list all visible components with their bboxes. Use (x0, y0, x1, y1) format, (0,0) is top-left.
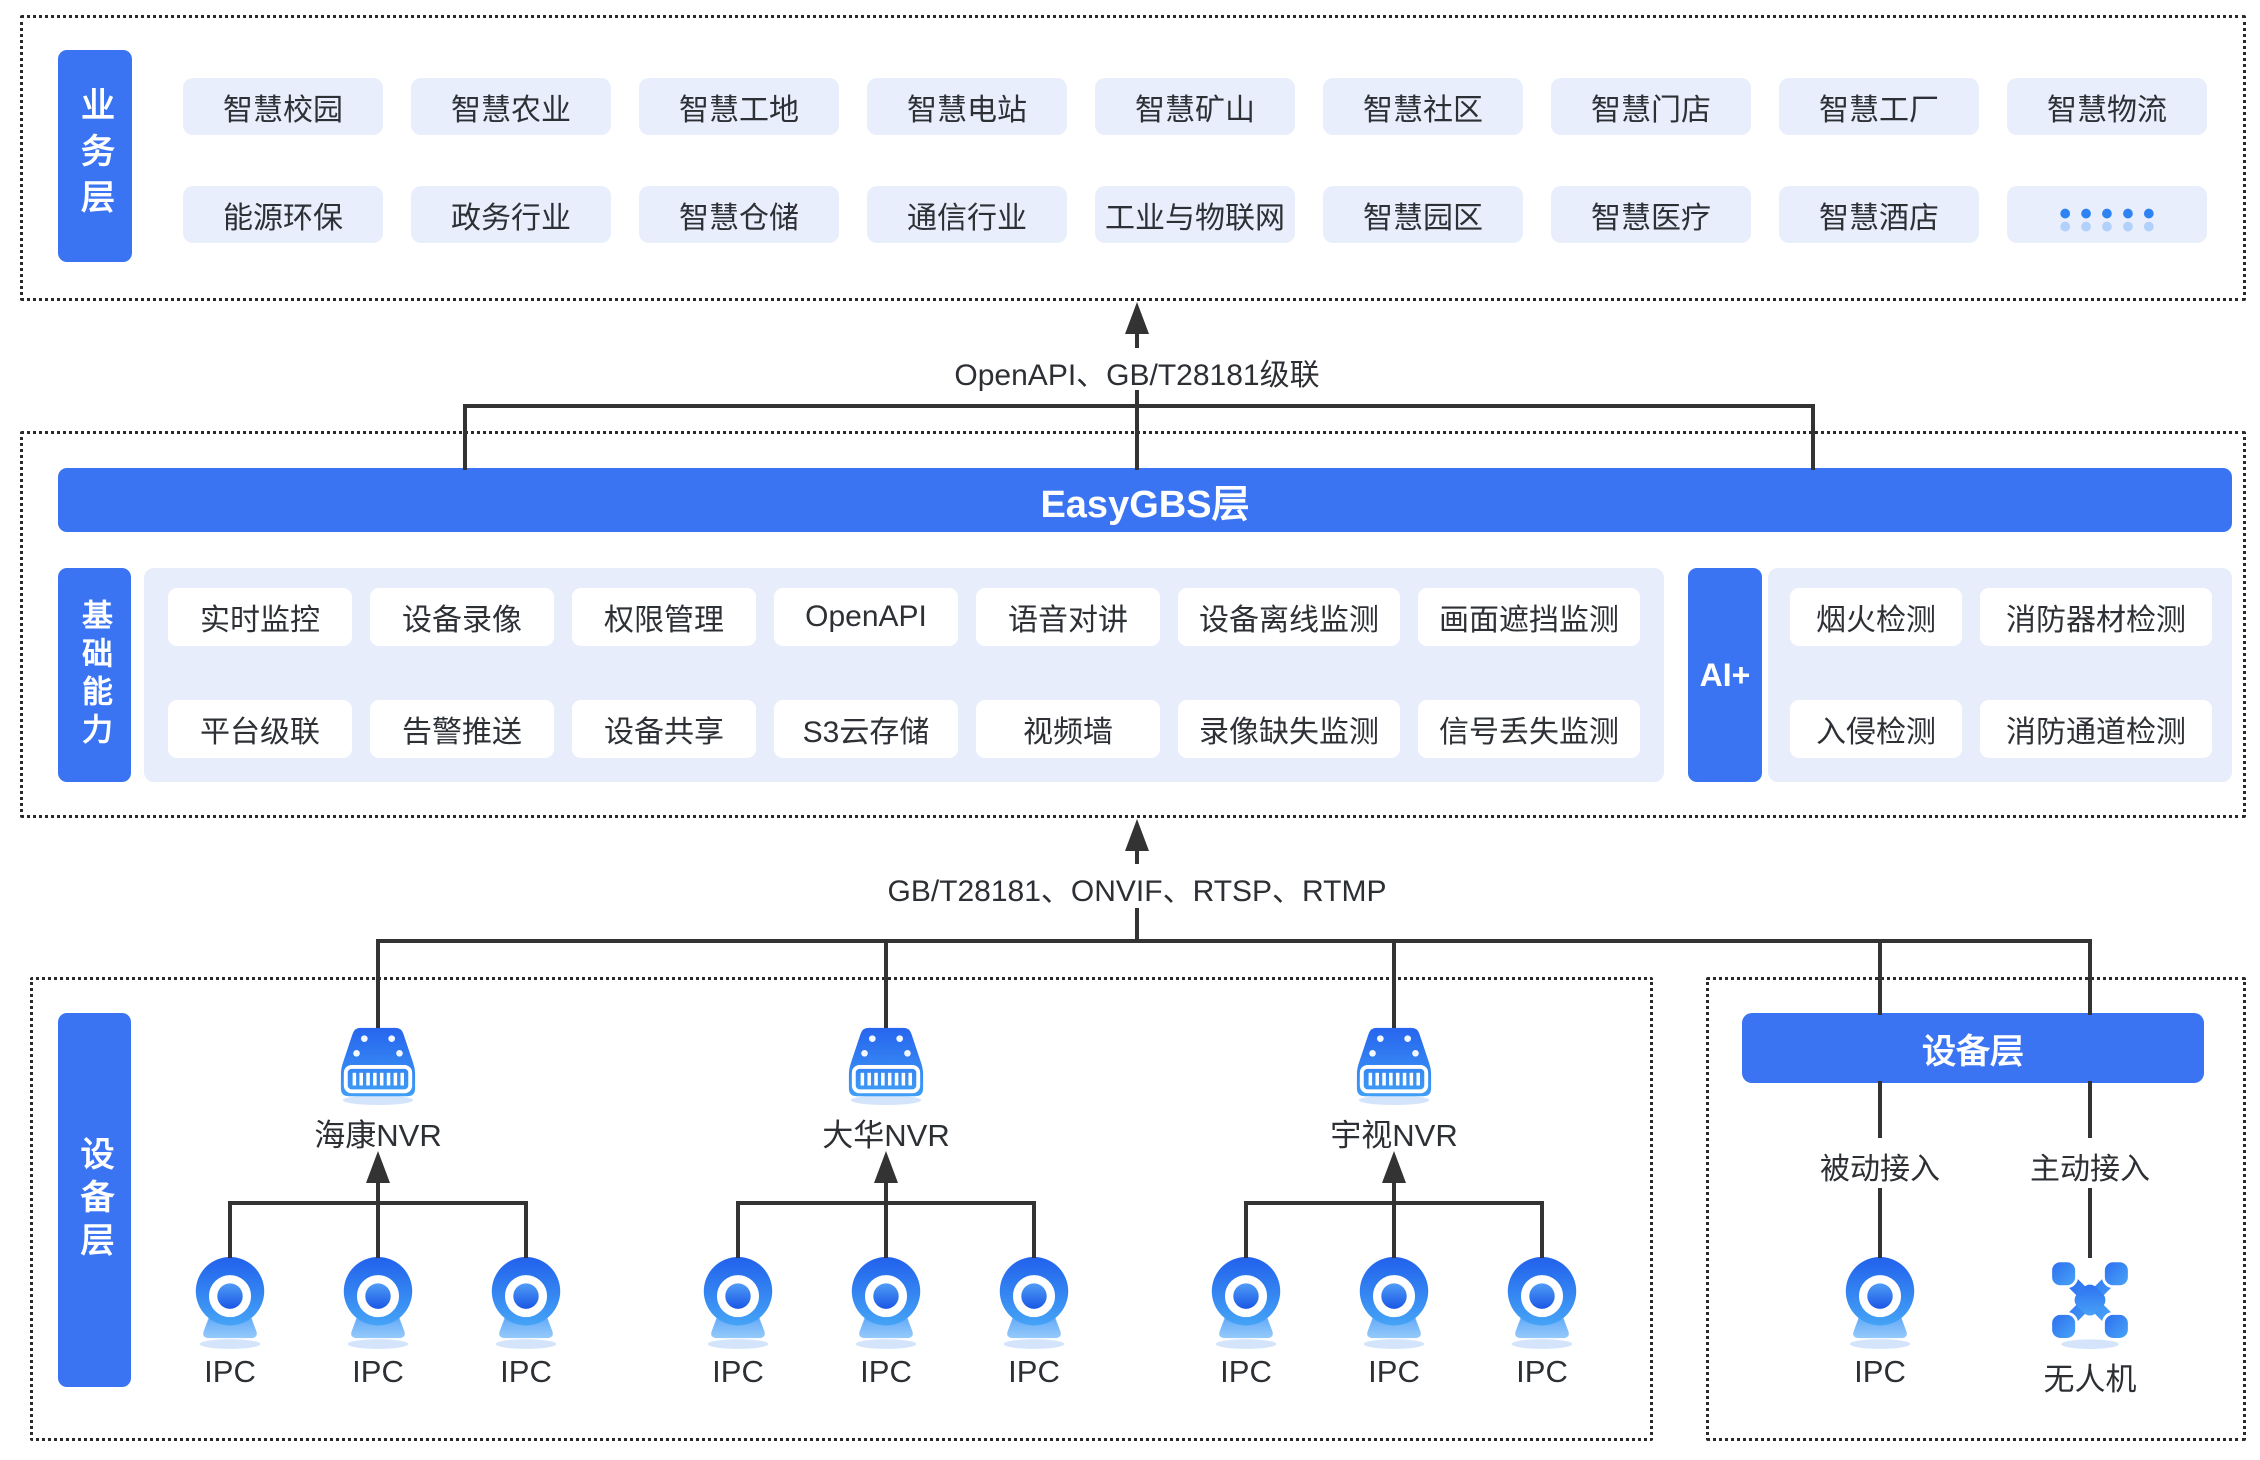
business-item: 智慧医疗 (1551, 186, 1751, 243)
business-item: 智慧物流 (2007, 78, 2207, 135)
layer-label-business: 业务层 (58, 50, 132, 262)
business-item: 工业与物联网 (1095, 186, 1295, 243)
nvr-icon (837, 1024, 935, 1106)
business-item: 智慧电站 (867, 78, 1067, 135)
drone-icon (2044, 1254, 2136, 1350)
ai-capability-item: 消防通道检测 (1980, 700, 2212, 758)
ipc-label: IPC (500, 1354, 552, 1389)
ipc-camera-icon (694, 1254, 782, 1350)
nvr-name: 大华NVR (822, 1118, 950, 1153)
ipc-unit: IPC (1457, 1254, 1627, 1390)
drone-unit: 无人机 (2005, 1254, 2175, 1399)
ipc-unit: IPC (949, 1254, 1119, 1390)
capability-item: 权限管理 (572, 588, 756, 646)
ipc-label: IPC (1368, 1354, 1420, 1389)
ipc-camera-icon (334, 1254, 422, 1350)
business-item: 智慧工地 (639, 78, 839, 135)
capability-item: 视频墙 (976, 700, 1160, 758)
business-item: 智慧社区 (1323, 78, 1523, 135)
ipc-unit: IPC (1161, 1254, 1331, 1390)
capability-item: 信号丢失监测 (1418, 700, 1640, 758)
business-item: 通信行业 (867, 186, 1067, 243)
ai-capability-item: 入侵检测 (1790, 700, 1962, 758)
access-mode-label: 被动接入 (1820, 1153, 1940, 1186)
layer-label-device: 设备层 (58, 1013, 131, 1387)
ipc-unit: IPC (1309, 1254, 1479, 1390)
capability-item: 设备录像 (370, 588, 554, 646)
capability-item: 平台级联 (168, 700, 352, 758)
ipc-unit: IPC (293, 1254, 463, 1390)
ipc-unit: IPC (145, 1254, 315, 1390)
bottom-connector-label: GB/T28181、ONVIF、RTSP、RTMP (887, 875, 1387, 908)
business-item: 智慧矿山 (1095, 78, 1295, 135)
ipc-camera-icon (186, 1254, 274, 1350)
business-layer-panel: 智慧校园 智慧农业 智慧工地 智慧电站 智慧矿山 智慧社区 智慧门店 智慧工厂 … (20, 15, 2246, 301)
ipc-label: IPC (1516, 1354, 1568, 1389)
ipc-label: IPC (352, 1354, 404, 1389)
business-item: 能源环保 (183, 186, 383, 243)
capability-item: 实时监控 (168, 588, 352, 646)
top-connector-label: OpenAPI、GB/T28181级联 (954, 359, 1320, 392)
business-item: 智慧工厂 (1779, 78, 1979, 135)
business-item: 智慧校园 (183, 78, 383, 135)
business-item: 智慧门店 (1551, 78, 1751, 135)
nvr-icon (329, 1024, 427, 1106)
ipc-camera-icon (842, 1254, 930, 1350)
nvr-icon (1345, 1024, 1443, 1106)
ipc-camera-icon (1836, 1254, 1924, 1350)
ipc-label: IPC (204, 1354, 256, 1389)
ipc-unit: IPC (801, 1254, 971, 1390)
ipc-camera-icon (1202, 1254, 1290, 1350)
nvr-group: 海康NVR (258, 1024, 498, 1155)
business-item: 政务行业 (411, 186, 611, 243)
ipc-label: IPC (712, 1354, 764, 1389)
business-item: 智慧酒店 (1779, 186, 1979, 243)
nvr-name: 海康NVR (314, 1118, 442, 1153)
nvr-name: 宇视NVR (1330, 1118, 1458, 1153)
ipc-label: IPC (1008, 1354, 1060, 1389)
ipc-camera-icon (482, 1254, 570, 1350)
ipc-label: IPC (860, 1354, 912, 1389)
ipc-unit: IPC (441, 1254, 611, 1390)
ai-plus-label: AI+ (1688, 568, 1762, 782)
business-item: 智慧农业 (411, 78, 611, 135)
drone-label: 无人机 (2043, 1362, 2137, 1397)
ipc-camera-icon (990, 1254, 1078, 1350)
capability-item: 设备共享 (572, 700, 756, 758)
business-item: 智慧仓储 (639, 186, 839, 243)
nvr-group: 大华NVR (766, 1024, 1006, 1155)
ipc-label: IPC (1220, 1354, 1272, 1389)
ai-capability-item: 烟火检测 (1790, 588, 1962, 646)
easygbs-bar-title: EasyGBS层 (58, 468, 2232, 532)
capability-item: 画面遮挡监测 (1418, 588, 1640, 646)
capability-item: 告警推送 (370, 700, 554, 758)
business-item: 智慧园区 (1323, 186, 1523, 243)
more-dots: ••••• (2007, 186, 2207, 243)
device-layer-header: 设备层 (1742, 1013, 2204, 1083)
capability-item: 录像缺失监测 (1178, 700, 1400, 758)
ipc-label: IPC (1854, 1354, 1906, 1389)
nvr-group: 宇视NVR (1274, 1024, 1514, 1155)
capability-item: OpenAPI (774, 588, 958, 646)
ipc-unit: IPC (653, 1254, 823, 1390)
ipc-camera-icon (1350, 1254, 1438, 1350)
ai-capability-item: 消防器材检测 (1980, 588, 2212, 646)
ipc-camera-icon (1498, 1254, 1586, 1350)
capability-item: 语音对讲 (976, 588, 1160, 646)
ipc-unit: IPC (1795, 1254, 1965, 1390)
capability-item: S3云存储 (774, 700, 958, 758)
access-mode-label: 主动接入 (2030, 1153, 2150, 1186)
layer-label-capabilities: 基础能力 (58, 568, 131, 782)
ellipsis-dots-icon: ••••• (2059, 195, 2164, 233)
capability-item: 设备离线监测 (1178, 588, 1400, 646)
